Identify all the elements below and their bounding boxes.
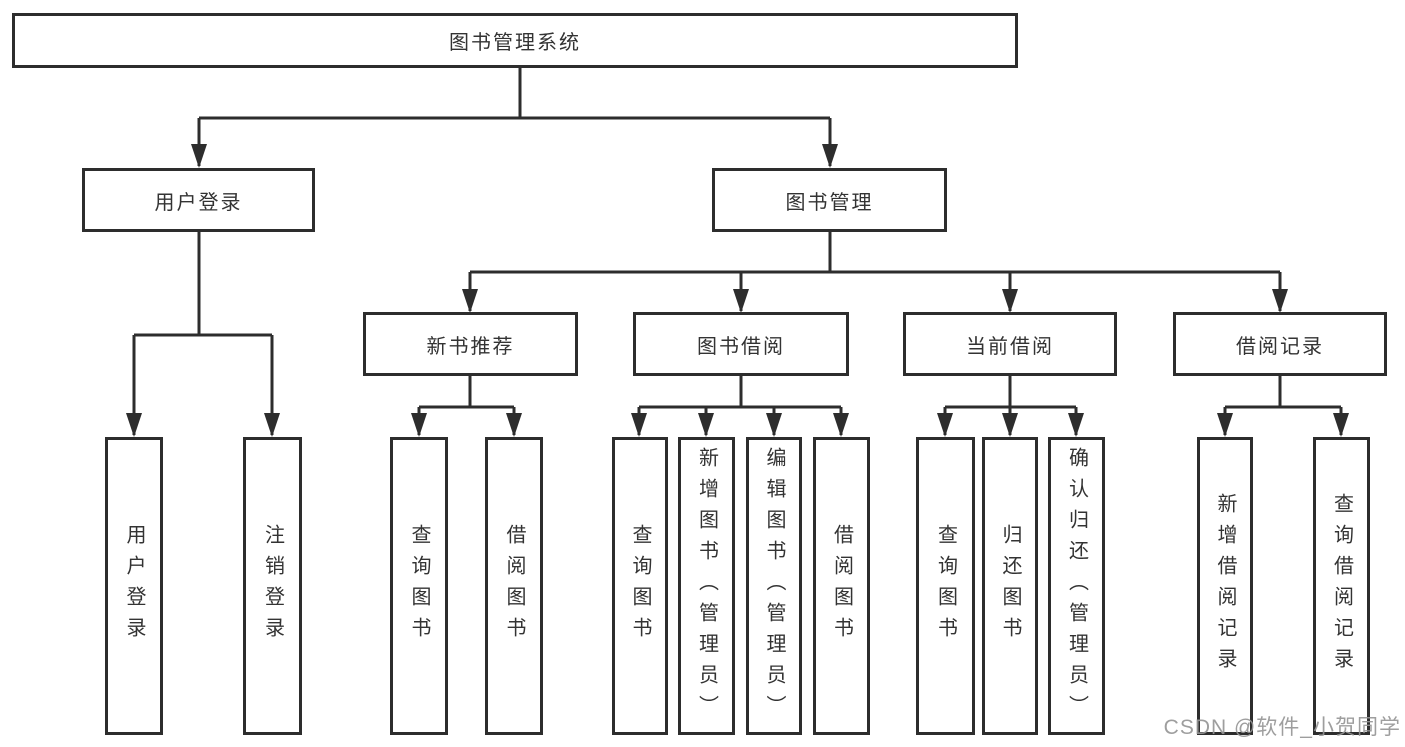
leaf-user-login: 用户登录	[105, 437, 163, 735]
leaf-bb-add-book-admin-label: 新增图书（管理员）	[695, 446, 718, 726]
leaf-cb-confirm-return-admin-label: 确认归还（管理员）	[1065, 446, 1088, 726]
leaf-cb-return-book-label: 归还图书	[999, 524, 1021, 648]
leaf-bb-edit-book-admin: 编辑图书（管理员）	[746, 437, 802, 735]
node-root-label: 图书管理系统	[449, 32, 581, 54]
node-book-borrowing: 图书借阅	[633, 312, 849, 376]
leaf-cb-confirm-return-admin: 确认归还（管理员）	[1048, 437, 1105, 735]
watermark-text: CSDN @软件_小贺同学	[1163, 716, 1401, 739]
leaf-bb-add-book-admin: 新增图书（管理员）	[678, 437, 735, 735]
node-new-book-recommend-label: 新书推荐	[426, 335, 515, 358]
node-book-borrowing-label: 图书借阅	[697, 335, 785, 358]
leaf-br-query-record-label: 查询借阅记录	[1330, 493, 1353, 679]
leaf-nbr-query-book-label: 查询图书	[408, 524, 430, 648]
node-book-management: 图书管理	[712, 168, 947, 232]
node-current-borrowing-label: 当前借阅	[966, 335, 1054, 358]
leaf-bb-query-book-label: 查询图书	[629, 524, 651, 648]
node-root: 图书管理系统	[12, 13, 1018, 68]
leaf-br-add-record: 新增借阅记录	[1197, 437, 1253, 735]
leaf-bb-borrow-book: 借阅图书	[813, 437, 870, 735]
node-new-book-recommend: 新书推荐	[363, 312, 578, 376]
leaf-nbr-borrow-book-label: 借阅图书	[503, 524, 525, 648]
leaf-user-login-label: 用户登录	[123, 524, 145, 648]
leaf-cb-return-book: 归还图书	[982, 437, 1038, 735]
leaf-cb-query-book: 查询图书	[916, 437, 975, 735]
tree-edges	[132, 68, 1343, 435]
leaf-cb-query-book-label: 查询图书	[934, 524, 957, 648]
node-user-login-label: 用户登录	[154, 191, 243, 214]
leaf-logout-label: 注销登录	[261, 524, 284, 648]
node-borrowing-records-label: 借阅记录	[1236, 335, 1324, 358]
leaf-br-add-record-label: 新增借阅记录	[1214, 493, 1236, 679]
node-current-borrowing: 当前借阅	[903, 312, 1117, 376]
leaf-br-query-record: 查询借阅记录	[1313, 437, 1370, 735]
leaf-bb-edit-book-admin-label: 编辑图书（管理员）	[763, 446, 785, 726]
leaf-nbr-borrow-book: 借阅图书	[485, 437, 543, 735]
node-user-login: 用户登录	[82, 168, 315, 232]
leaf-bb-borrow-book-label: 借阅图书	[830, 524, 853, 648]
leaf-bb-query-book: 查询图书	[612, 437, 668, 735]
node-borrowing-records: 借阅记录	[1173, 312, 1387, 376]
leaf-logout: 注销登录	[243, 437, 302, 735]
leaf-nbr-query-book: 查询图书	[390, 437, 448, 735]
node-book-management-label: 图书管理	[785, 191, 874, 214]
arrowheads	[126, 144, 1349, 437]
